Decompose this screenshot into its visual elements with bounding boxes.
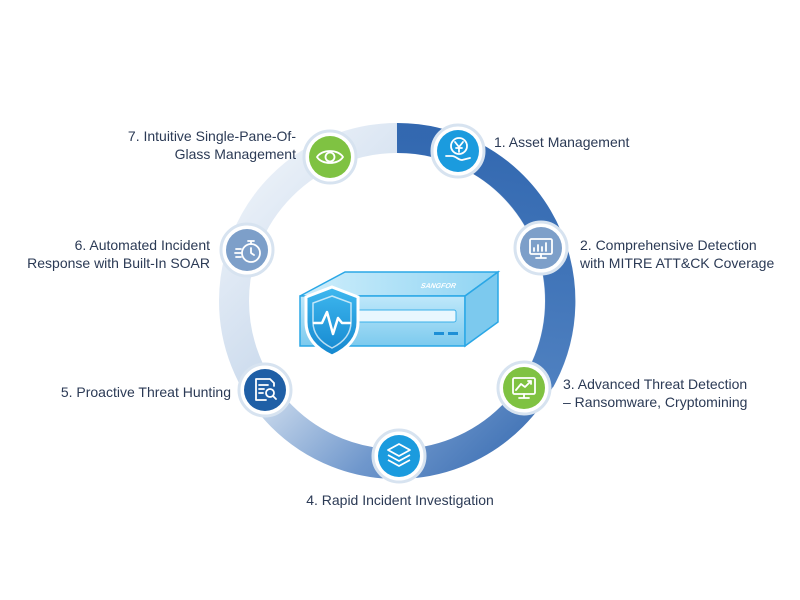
- step-3-label-line-2: – Ransomware, Cryptomining: [563, 394, 748, 410]
- step-1-label-line-1: 1. Asset Management: [494, 134, 630, 150]
- step-7-label-line-1: 7. Intuitive Single-Pane-Of-: [127, 128, 296, 144]
- step-3-label: 3. Advanced Threat Detection – Ransomwar…: [563, 375, 747, 411]
- step-4-label: 4. Rapid Incident Investigation: [250, 491, 550, 509]
- document-search-icon: [255, 378, 277, 401]
- step-7-label-line-2: Glass Management: [174, 146, 296, 162]
- step-6-label: 6. Automated Incident Response with Buil…: [10, 236, 210, 272]
- step-3-label-line-1: 3. Advanced Threat Detection: [563, 376, 748, 392]
- step-2-label: 2. Comprehensive Detection with MITRE AT…: [580, 236, 774, 272]
- step-2-node[interactable]: [513, 220, 569, 276]
- trend-monitor-icon: [512, 377, 536, 399]
- step-1-label: 1. Asset Management: [494, 133, 629, 151]
- step-5-label: 5. Proactive Threat Hunting: [20, 383, 231, 401]
- step-7-label: 7. Intuitive Single-Pane-Of- Glass Manag…: [60, 127, 296, 163]
- step-5-label-line-1: 5. Proactive Threat Hunting: [60, 384, 231, 400]
- step-4-label-line-1: 4. Rapid Incident Investigation: [306, 492, 494, 508]
- step-2-label-line-1: 2. Comprehensive Detection: [580, 237, 757, 253]
- step-2-label-line-2: with MITRE ATT&CK Coverage: [580, 255, 775, 271]
- yen-hand-icon: [445, 137, 471, 161]
- step-6-label-line-1: 6. Automated Incident: [74, 237, 210, 253]
- step-6-label-line-2: Response with Built-In SOAR: [27, 255, 210, 271]
- monitor-chart-icon: [529, 238, 553, 259]
- step-7-node[interactable]: [302, 129, 358, 185]
- security-appliance-illustration: SANGFOR: [299, 270, 501, 358]
- step-4-node[interactable]: [371, 428, 427, 484]
- step-1-node[interactable]: [430, 123, 486, 179]
- step-3-node[interactable]: [496, 360, 552, 416]
- eye-icon: [316, 150, 344, 164]
- stopwatch-icon: [234, 240, 261, 263]
- layers-icon: [387, 443, 411, 467]
- device-brand-logo: SANGFOR: [419, 281, 458, 290]
- step-6-node[interactable]: [219, 222, 275, 278]
- step-5-node[interactable]: [237, 362, 293, 418]
